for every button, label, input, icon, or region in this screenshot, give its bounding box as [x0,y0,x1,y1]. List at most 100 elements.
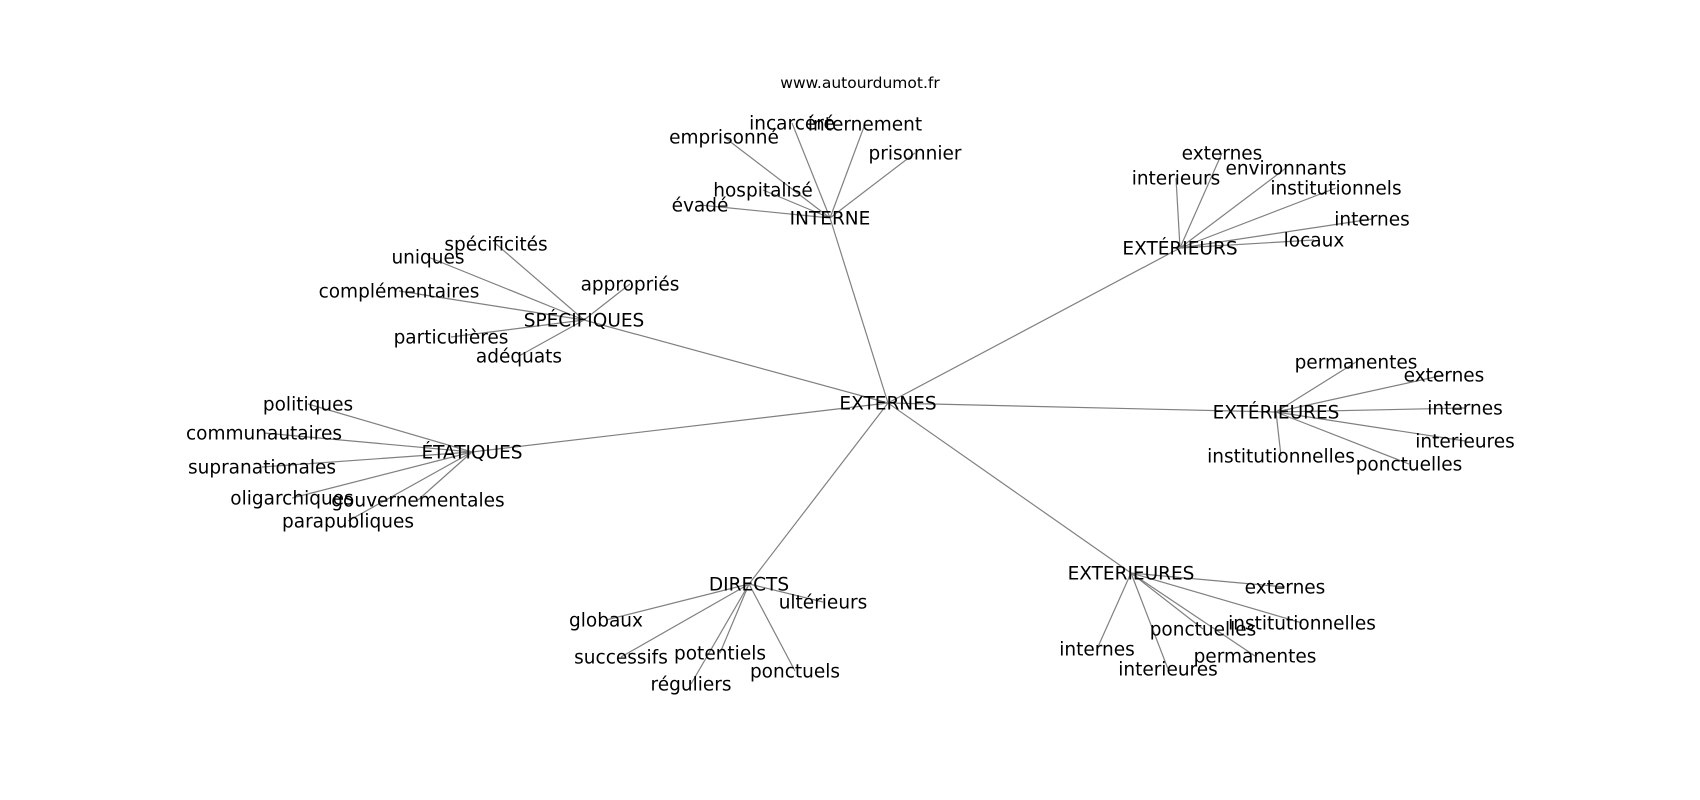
edge-exterieures-permanentes [1130,572,1256,657]
edge-exterieurs-locaux [1179,239,1315,249]
node-leaf-externes: externes [1182,144,1263,165]
node-leaf-institutionnelles: institutionnelles [1228,614,1376,635]
node-leaf-internes: internes [1334,210,1410,231]
node-leaf-interieurs: interieurs [1132,169,1221,190]
node-leaf-oligarchiques: oligarchiques [230,489,353,510]
node-leaf-incarcere: incarcéré [749,114,835,135]
edge-specifiques-particulieres [450,319,585,338]
node-leaf-internes: internes [1427,399,1503,420]
node-leaf-ponctuelles: ponctuelles [1356,455,1463,476]
node-group-exterieures: EXTERIEURES [1068,564,1195,585]
edge-specifiques-uniques [427,256,585,321]
node-leaf-reguliers: réguliers [651,675,732,696]
edges-layer [261,122,1466,685]
edge-exterieurs-institutionnels [1179,187,1337,249]
edge-etatiques-politiques [307,403,473,453]
edge-exterieurs-environnants [1179,167,1287,249]
node-leaf-permanentes: permanentes [1295,353,1418,374]
node-group-etatiques: ÉTATIQUES [421,442,522,464]
edge-exterieures-institutionnelles [1130,572,1303,624]
edge-exterieures-interieures [1130,572,1169,670]
edge-exterieures-ponctuelles [1275,411,1410,465]
edge-exterieures-externes [1130,572,1286,588]
edge-interne-emprisonne [723,136,831,219]
node-leaf-permanentes: permanentes [1194,647,1317,668]
node-leaf-interieures: interieures [1118,660,1218,681]
node-leaf-adequats: adéquats [476,347,562,368]
edge-externes-etatiques [471,402,889,453]
source-label: www.autourdumot.fr [780,74,940,92]
node-leaf-gouvernementales: gouvernementales [331,491,504,512]
edge-exterieures-institutionnelles [1275,411,1282,457]
node-leaf-particulieres: particulières [394,328,509,349]
node-leaf-environnants: environnants [1225,159,1346,180]
edge-directs-reguliers [690,583,750,685]
node-leaf-parapubliques: parapubliques [282,512,414,533]
edge-directs-ulterieurs [748,583,824,603]
edge-externes-exterieurs [887,247,1181,404]
edge-specifiques-complementaires [398,290,585,321]
edge-exterieurs-internes [1179,218,1373,249]
node-leaf-supranationales: supranationales [188,458,336,479]
node-leaf-ulterieurs: ultérieurs [779,593,868,614]
edge-specifiques-specificites [495,243,585,321]
node-leaf-locaux: locaux [1284,231,1345,252]
edge-exterieures-externes [1275,374,1445,413]
node-group-specifiques: SPÉCIFIQUES [524,310,645,332]
edge-directs-successifs [620,583,750,658]
edge-directs-ponctuels [748,583,796,672]
edge-directs-potentiels [719,583,750,654]
edge-exterieurs-interieurs [1175,177,1181,249]
node-leaf-prisonnier: prisonnier [868,144,961,165]
node-leaf-globaux: globaux [569,611,643,632]
node-leaf-uniques: uniques [391,248,464,269]
edge-directs-globaux [605,583,750,621]
node-leaf-externes: externes [1245,578,1326,599]
node-leaf-potentiels: potentiels [674,644,766,665]
edge-externes-interne [829,217,889,404]
edge-exterieures-ponctuelles [1130,572,1204,630]
edge-interne-prisonnier [829,152,916,219]
node-leaf-institutionnels: institutionnels [1270,179,1401,200]
node-leaf-successifs: successifs [574,648,668,669]
edge-etatiques-oligarchiques [291,451,473,499]
edge-specifiques-appropries [583,283,631,321]
edge-externes-exterieures [887,402,1277,413]
node-group-exterieures: EXTÉRIEURES [1213,402,1340,424]
edge-exterieurs-externes [1179,152,1223,249]
edge-exterieures-internes [1275,407,1466,413]
edge-interne-incarcere [791,122,831,219]
edge-specifiques-adequats [518,319,585,357]
node-leaf-communautaires: communautaires [186,424,342,445]
node-leaf-evade: évadé [672,196,729,217]
node-leaf-appropries: appropriés [581,275,680,296]
node-group-interne: INTERNE [790,209,871,230]
edge-etatiques-parapubliques [347,451,473,522]
edge-etatiques-communautaires [263,432,473,453]
edge-interne-evade [699,204,831,219]
node-leaf-institutionnelles: institutionnelles [1207,447,1355,468]
node-leaf-politiques: politiques [263,395,353,416]
edge-etatiques-supranationales [261,451,473,468]
edge-exterieures-interieures [1275,411,1466,442]
edge-interne-internement [829,123,866,219]
node-leaf-complementaires: complémentaires [319,282,480,303]
node-leaf-hospitalise: hospitalisé [713,181,812,202]
node-leaf-internes: internes [1059,640,1135,661]
node-leaf-ponctuels: ponctuels [750,662,840,683]
edge-externes-specifiques [583,319,889,404]
node-center-externes: EXTERNES [839,394,936,415]
node-group-exterieurs: EXTÉRIEURS [1122,238,1237,260]
node-leaf-emprisonne: emprisonné [669,128,779,149]
node-leaf-ponctuelles: ponctuelles [1150,620,1257,641]
node-group-directs: DIRECTS [709,575,789,596]
node-leaf-externes: externes [1404,366,1485,387]
edge-exterieures-permanentes [1275,361,1357,413]
edge-externes-exterieures [887,402,1132,574]
edge-exterieures-internes [1096,572,1132,650]
node-leaf-internement: internement [808,115,922,136]
edge-etatiques-gouvernementales [417,451,473,501]
node-leaf-interieures: interieures [1415,432,1515,453]
